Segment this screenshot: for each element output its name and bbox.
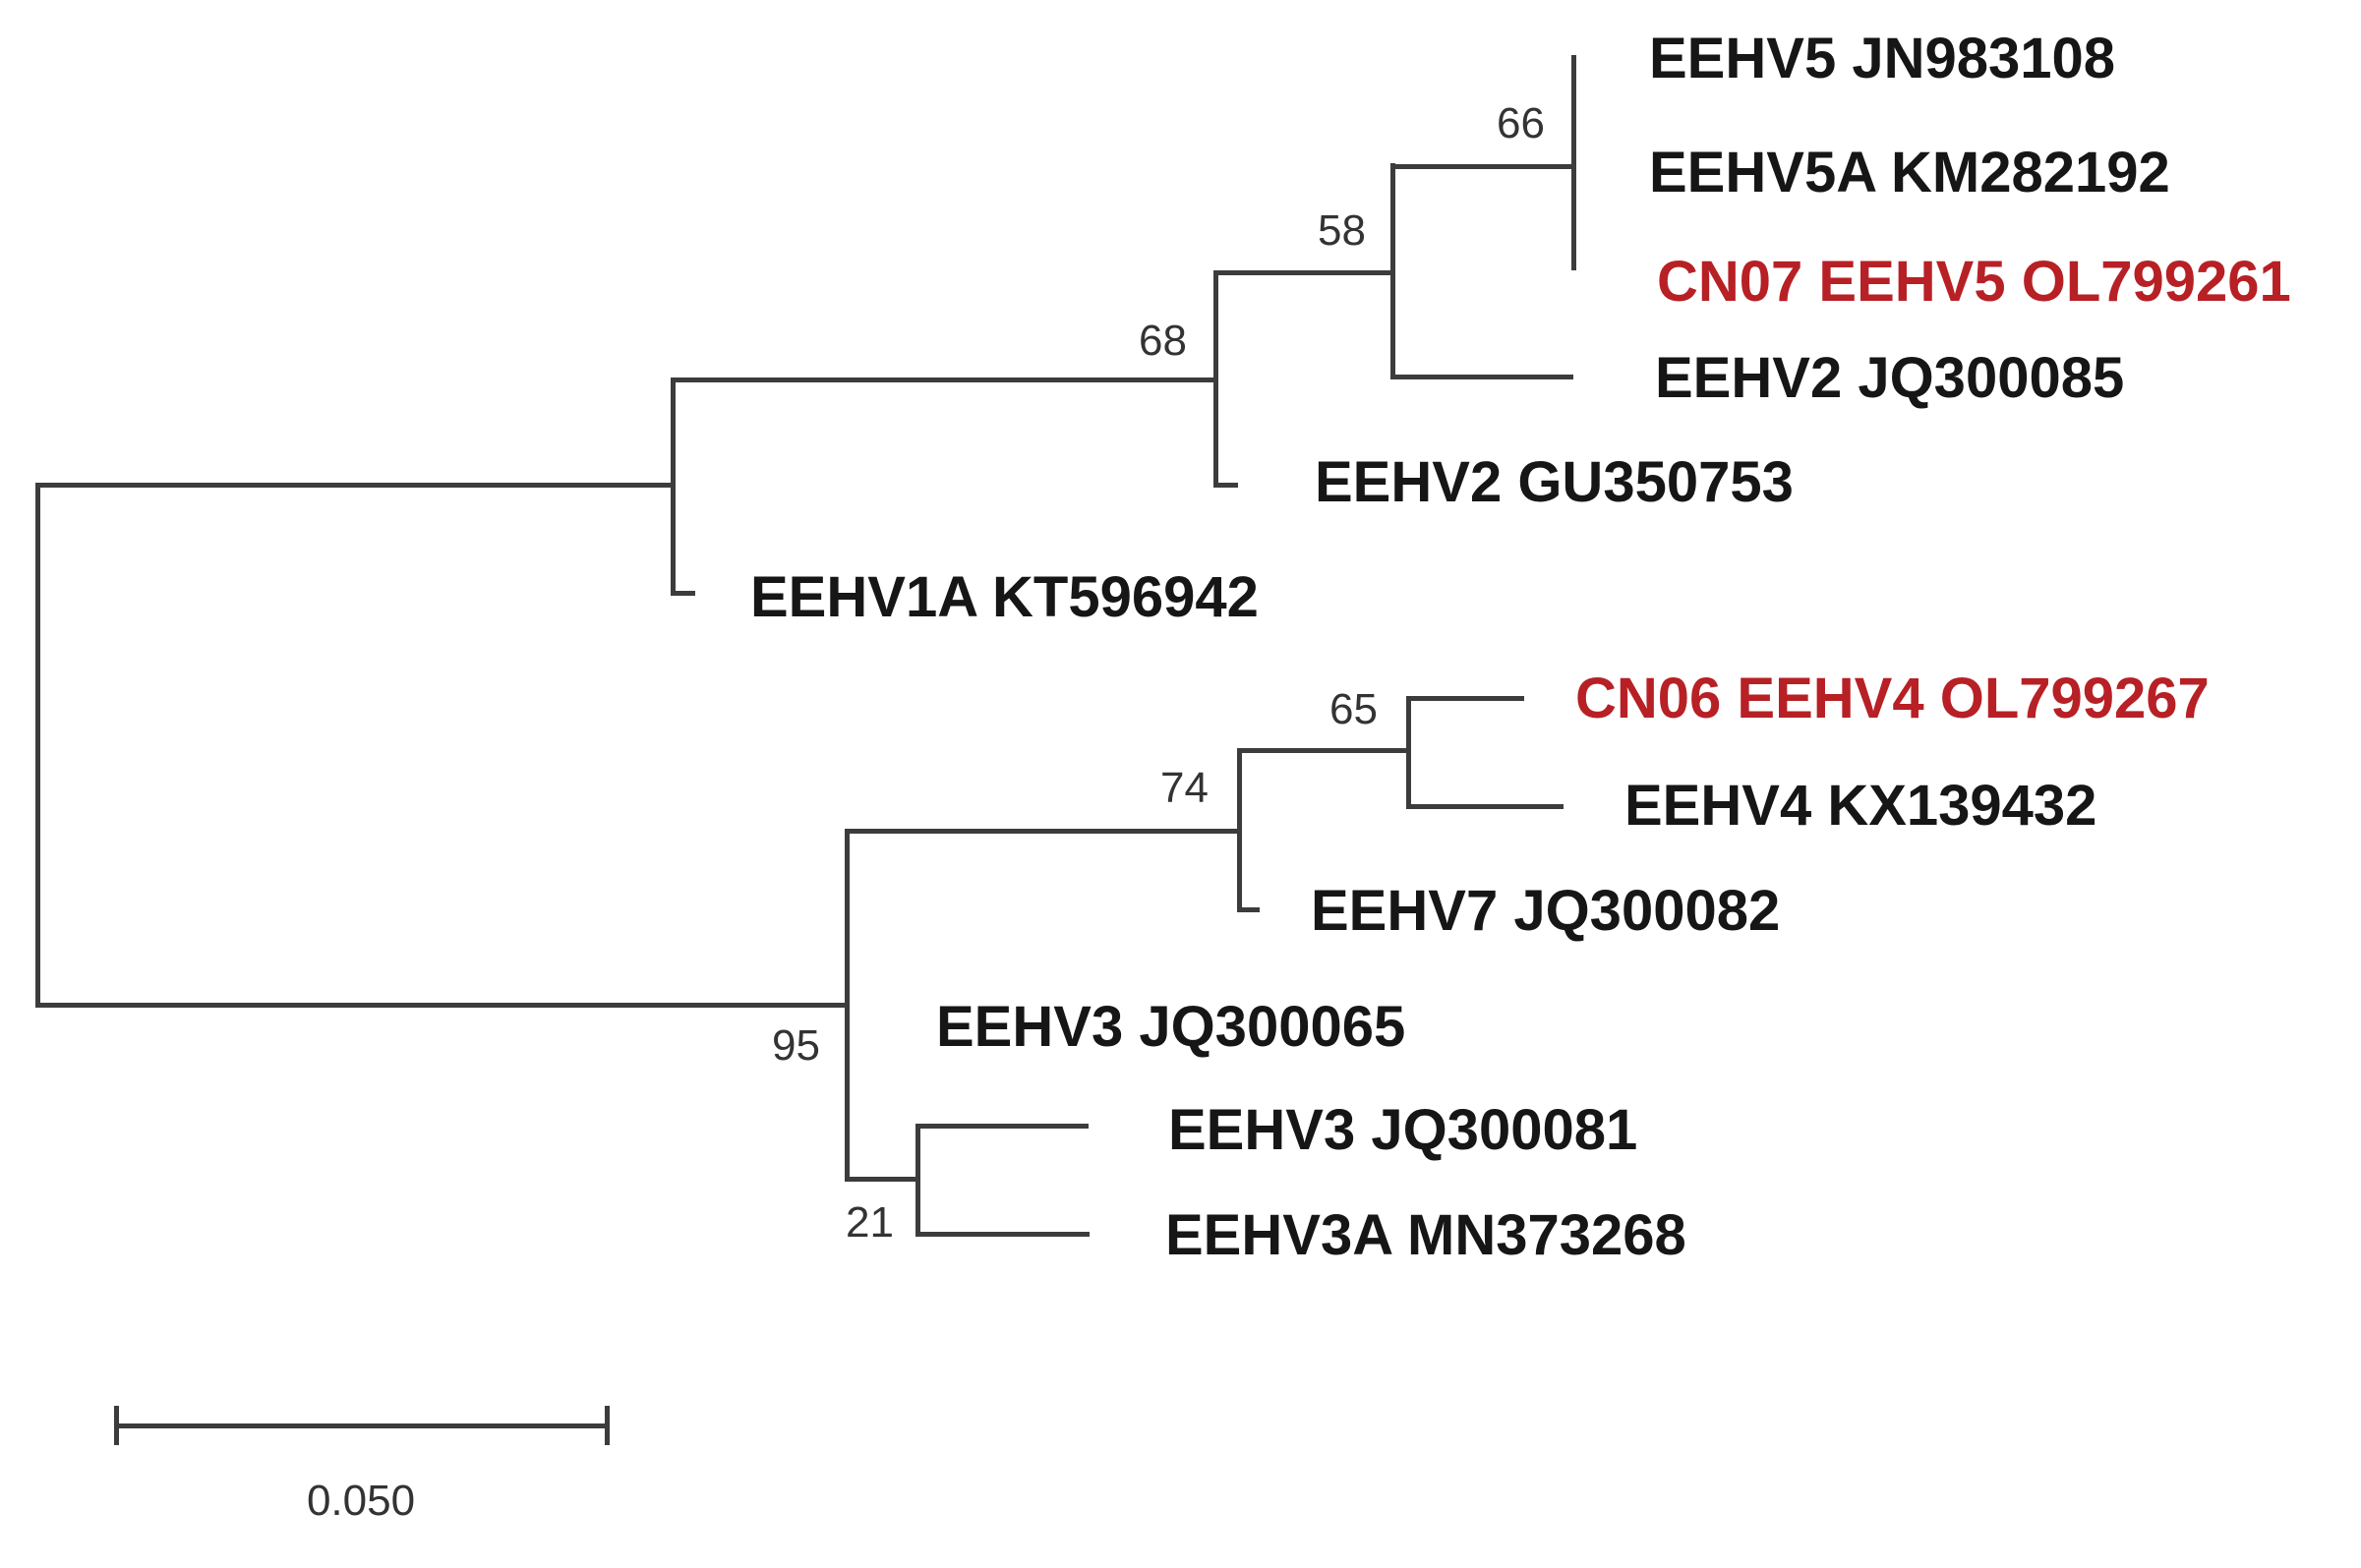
bootstrap-value-95: 95	[772, 1021, 820, 1070]
taxon-label-eehv3a-mn373268: EEHV3A MN373268	[1165, 1203, 1686, 1267]
branch-line-horizontal-root-to-lower-clade	[34, 1002, 850, 1008]
scale-bar-right-tick	[604, 1406, 610, 1445]
bootstrap-value-65: 65	[1329, 685, 1378, 733]
bootstrap-value-74: 74	[1160, 764, 1209, 812]
branch-line-horizontal-tip-eehv7	[1236, 906, 1260, 912]
scale-bar-left-tick	[113, 1406, 119, 1445]
taxon-label-cn06-eehv4: CN06 EEHV4 OL799267	[1575, 667, 2210, 730]
branch-line-horizontal-tip-cn06-eehv4	[1405, 695, 1524, 701]
taxon-label-eehv1a-kt596942: EEHV1A KT596942	[750, 565, 1259, 629]
taxon-label-eehv5-jn983108: EEHV5 JN983108	[1649, 27, 2115, 90]
branch-line-horizontal-branch-to-node-58	[1212, 269, 1395, 275]
taxon-label-eehv5a-km282192: EEHV5A KM282192	[1649, 141, 2170, 204]
branch-line-horizontal-tip-eehv2-gu350753	[1212, 482, 1238, 488]
bootstrap-value-68: 68	[1139, 317, 1187, 365]
taxon-label-eehv7-jq300082: EEHV7 JQ300082	[1311, 879, 1781, 943]
scale-bar-label: 0.050	[306, 1477, 416, 1525]
bootstrap-value-21: 21	[846, 1198, 894, 1247]
taxon-label-eehv4-kx139432: EEHV4 KX139432	[1624, 774, 2097, 838]
branch-line-horizontal-tip-eehv4-kx139432	[1405, 803, 1564, 809]
branch-line-vertical-node-66	[1570, 54, 1576, 270]
taxon-label-eehv2-gu350753: EEHV2 GU350753	[1315, 450, 1794, 514]
taxon-label-eehv2-jq300085: EEHV2 JQ300085	[1655, 346, 2125, 410]
branch-line-vertical-root-node	[34, 482, 40, 1008]
bootstrap-value-58: 58	[1318, 206, 1366, 255]
branch-line-horizontal-branch-to-node-21	[844, 1176, 920, 1182]
branch-line-horizontal-root-to-upper-clade	[34, 482, 676, 488]
bootstrap-value-66: 66	[1497, 99, 1545, 147]
taxon-label-eehv3-jq300081: EEHV3 JQ300081	[1168, 1098, 1638, 1162]
branch-line-horizontal-tip-eehv1a	[670, 590, 695, 596]
branch-line-horizontal-tip-eehv2-jq300085	[1389, 374, 1573, 379]
branch-line-horizontal-tip-eehv3-jq300081	[915, 1123, 1089, 1129]
branch-line-horizontal-branch-to-node-74	[844, 828, 1242, 834]
taxon-label-eehv3-jq300065: EEHV3 JQ300065	[936, 995, 1406, 1059]
branch-line-horizontal-tip-eehv3a-mn373268	[915, 1231, 1090, 1237]
scale-bar-line	[113, 1423, 610, 1428]
branch-line-horizontal-branch-to-node-65	[1236, 747, 1411, 753]
branch-line-horizontal-branch-to-node-66	[1389, 163, 1576, 169]
taxon-label-cn07-eehv5: CN07 EEHV5 OL799261	[1657, 250, 2291, 314]
branch-line-horizontal-branch-to-node-68	[670, 377, 1218, 382]
